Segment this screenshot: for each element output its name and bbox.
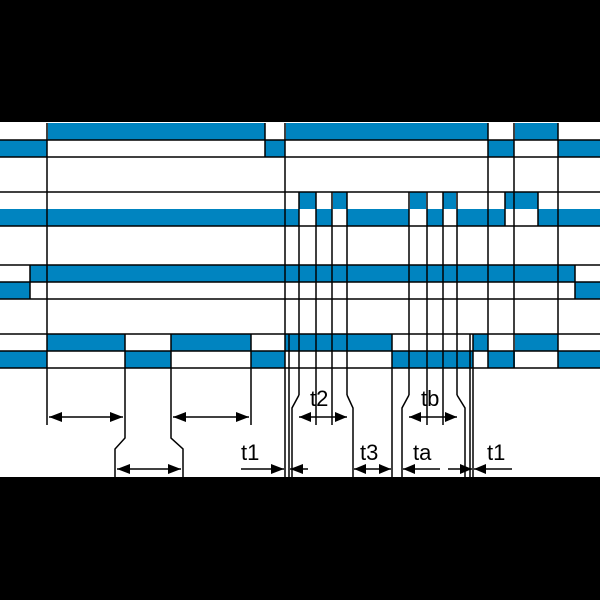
dimension-arrows	[49, 412, 512, 474]
label-t2: t2	[310, 386, 328, 411]
timing-lines	[29, 123, 576, 477]
label-ta: ta	[413, 440, 432, 465]
label-tb: tb	[421, 386, 439, 411]
label-t1-left: t1	[241, 440, 259, 465]
signal-row-1	[0, 123, 600, 158]
signal-row-3	[0, 264, 600, 300]
label-t3: t3	[360, 440, 378, 465]
label-t1-right: t1	[487, 440, 505, 465]
signal-row-4	[0, 333, 600, 369]
